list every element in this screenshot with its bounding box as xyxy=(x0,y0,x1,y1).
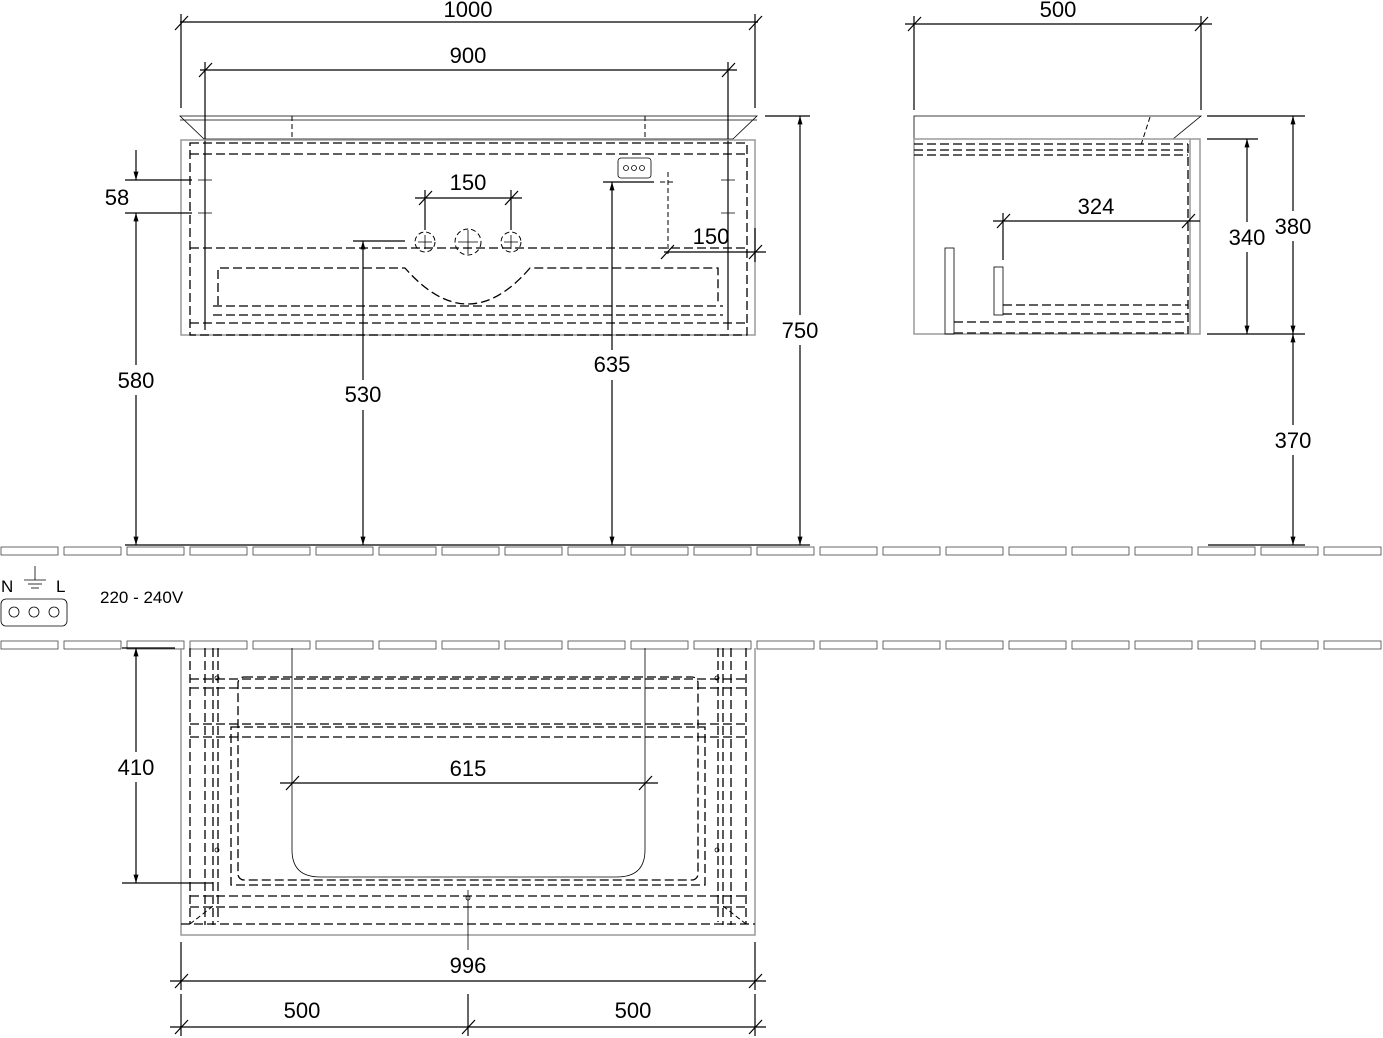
dim-top-overall-width: 996 xyxy=(450,953,487,978)
mount-holes xyxy=(198,173,735,220)
dim-socket-offset: 150 xyxy=(693,224,730,249)
dim-left-half: 500 xyxy=(284,998,321,1023)
dim-basin-width: 615 xyxy=(450,756,487,781)
dim-side-depth: 500 xyxy=(1040,0,1077,22)
ground-icon xyxy=(24,566,46,589)
dim-side-inner-depth: 324 xyxy=(1078,194,1115,219)
electrical-connection xyxy=(0,566,68,627)
voltage-label: 220 - 240V xyxy=(100,588,184,607)
socket-icon xyxy=(617,157,652,179)
dim-inner-width: 900 xyxy=(450,43,487,68)
dim-right-half: 500 xyxy=(615,998,652,1023)
front-view xyxy=(108,14,828,545)
live-label: L xyxy=(56,577,65,596)
dim-overall-width: 1000 xyxy=(444,0,493,22)
dim-drain-height: 530 xyxy=(345,382,382,407)
neutral-label: N xyxy=(1,577,13,596)
wall-tiles-top xyxy=(0,546,1382,556)
dim-mount-spacing: 58 xyxy=(105,185,129,210)
dim-mount-height: 580 xyxy=(118,368,155,393)
tap-holes xyxy=(414,228,522,256)
dim-socket-height: 635 xyxy=(594,352,631,377)
dim-top-depth: 410 xyxy=(118,755,155,780)
dim-total-height: 750 xyxy=(782,318,819,343)
dim-tap-spacing: 150 xyxy=(450,170,487,195)
dim-side-cabinet-height: 340 xyxy=(1229,225,1266,250)
wall-tiles-bottom xyxy=(0,640,1382,650)
top-view xyxy=(108,647,766,1036)
side-view xyxy=(905,16,1316,546)
socket-icon xyxy=(0,598,68,627)
dim-side-total-height: 380 xyxy=(1275,214,1312,239)
dim-floor-clearance: 370 xyxy=(1275,428,1312,453)
